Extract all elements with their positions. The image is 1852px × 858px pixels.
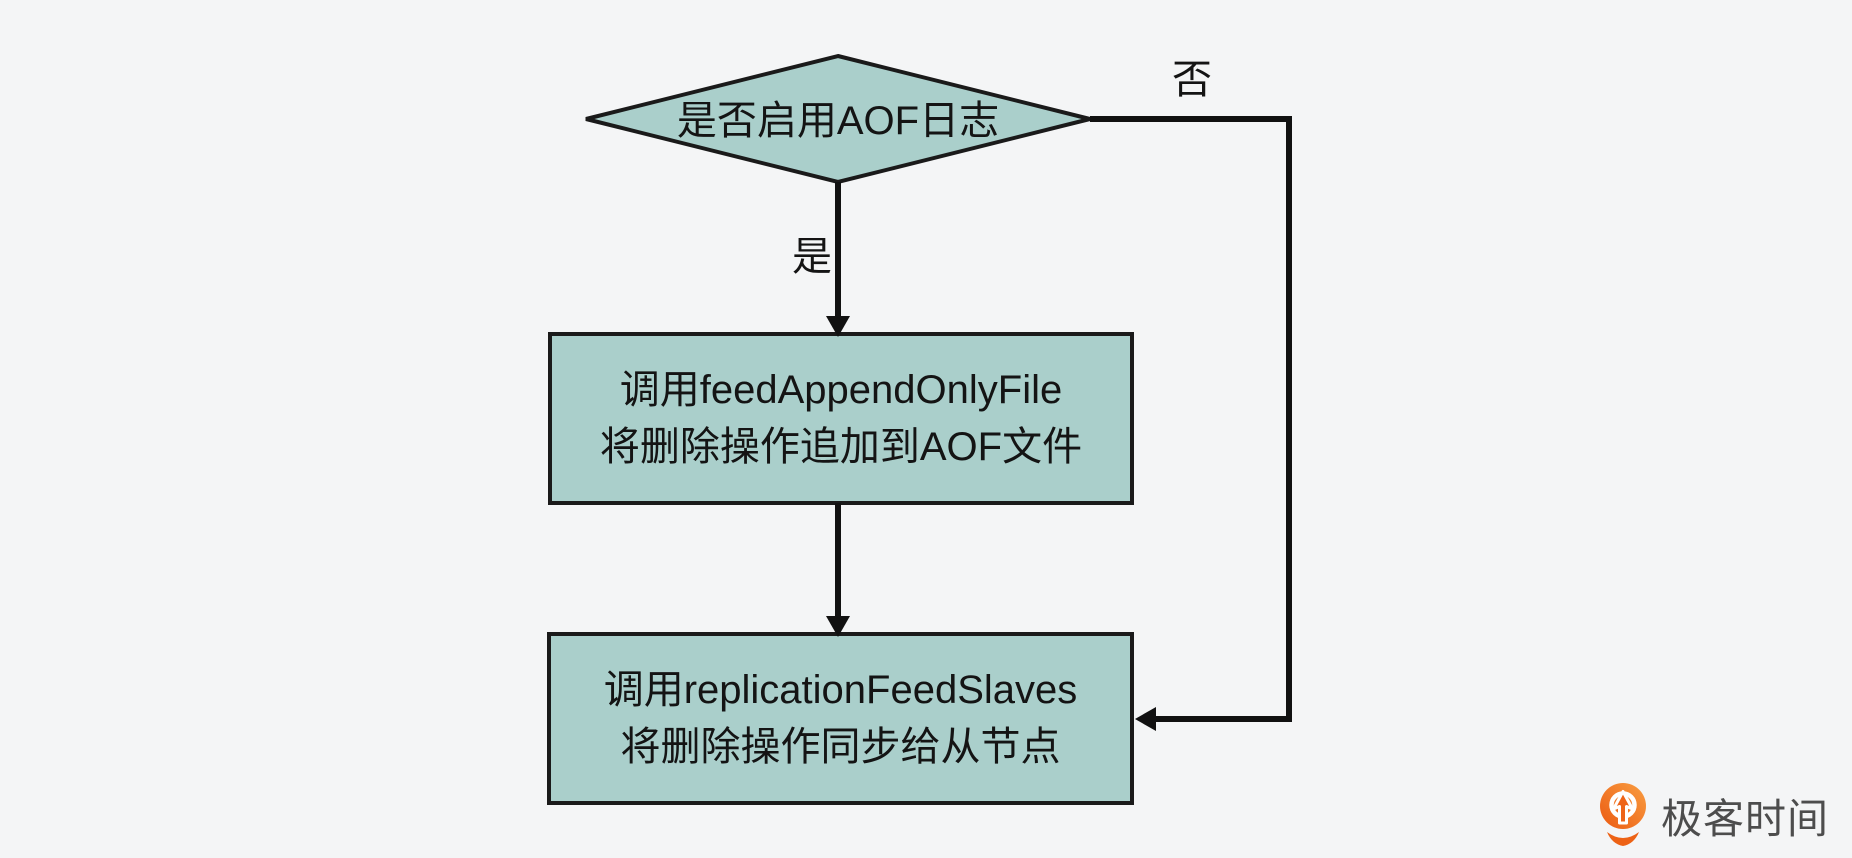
geektime-logo: 极客时间 [1598, 782, 1829, 848]
edge-no-line [1090, 116, 1292, 722]
yes-edge-label: 是 [792, 235, 832, 279]
edge-step-arrowhead [826, 616, 850, 637]
decision-label: 是否启用AOF日志 [676, 99, 1000, 143]
process-box-1-line-1: 调用feedAppendOnlyFile [619, 367, 1063, 412]
no-edge-label: 否 [1172, 58, 1212, 102]
process-box-1-label: 调用feedAppendOnlyFile 将删除操作追加到AOF文件 [550, 334, 1132, 503]
process-box-2-shape [547, 632, 1134, 805]
geektime-logo-icon [1600, 783, 1646, 846]
process-box-1-line-2: 将删除操作追加到AOF文件 [599, 424, 1083, 469]
geektime-logo-text: 极客时间 [1661, 796, 1829, 842]
process-box-2-line-1: 调用replicationFeedSlaves [603, 667, 1078, 712]
edge-yes-arrowhead [826, 316, 850, 337]
process-box-2-label: 调用replicationFeedSlaves 将删除操作同步给从节点 [549, 634, 1132, 803]
edge-no-arrowhead [1135, 707, 1156, 731]
process-box-2-line-2: 将删除操作同步给从节点 [620, 724, 1061, 769]
process-box-1-shape [548, 332, 1134, 505]
